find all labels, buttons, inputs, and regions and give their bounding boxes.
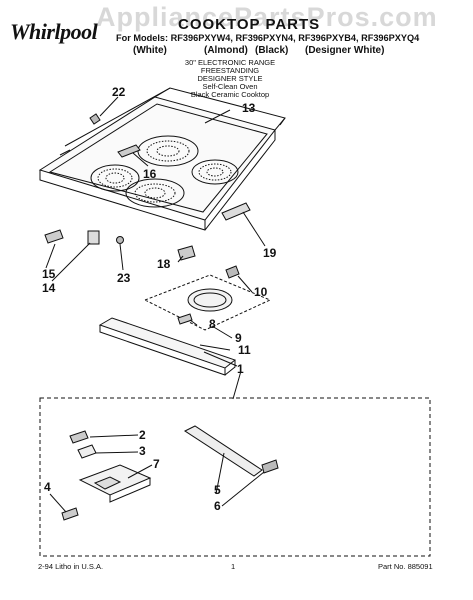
screw-part-23 [116,236,124,244]
element-outline [143,274,272,331]
callout-5: 5 [214,483,221,497]
cap-part-6 [261,459,279,474]
burner-front-left [90,164,140,192]
color-label-designer-white: (Designer White) [305,45,385,56]
burner-front-center [125,178,185,208]
footer-page-number: 1 [231,562,236,571]
footer-litho: 2-94 Litho in U.S.A. [38,562,104,571]
callout-2: 2 [139,428,146,442]
round-element [187,288,233,312]
cooktop-glass-top [38,87,286,231]
color-label-black: (Black) [255,45,289,56]
callout-8: 8 [209,317,216,331]
callout-7: 7 [153,457,160,471]
brand-logo: Whirlpool [10,19,98,44]
callout-16: 16 [143,167,157,181]
spacer-part-14 [87,230,100,245]
callout-11: 11 [238,343,251,357]
callout-23: 23 [117,271,131,285]
watermark-text: AppliancePartsPros.com [96,2,438,32]
description-line: DESIGNER STYLE [197,74,263,83]
description-line: Self-Clean Oven [202,82,258,91]
callout-6: 6 [214,499,221,513]
callout-10: 10 [254,285,268,299]
support-bracket [98,317,237,376]
callout-4: 4 [44,480,51,494]
clip-part-4 [61,507,79,521]
rod-part-5 [183,425,263,477]
bracket-part-7 [78,464,152,503]
callout-13: 13 [242,101,256,115]
pad-part-3 [77,444,97,459]
limiter-part-8 [177,313,193,325]
trim-part-19 [221,202,251,221]
description-line: FREESTANDING [200,66,260,75]
description-line: Black Ceramic Cooktop [190,90,270,99]
color-label-almond: (Almond) [204,45,248,56]
sensor-part-2 [69,430,89,444]
callout-15: 15 [42,267,56,281]
models-line: For Models: RF396PXYW4, RF396PXYN4, RF39… [116,33,420,43]
callout-22: 22 [112,85,126,99]
description-line: 30" ELECTRONIC RANGE [184,58,276,67]
callout-14: 14 [42,281,56,295]
callout-9: 9 [235,331,242,345]
callout-1: 1 [237,362,244,376]
page-title: COOKTOP PARTS [178,16,321,33]
terminal-part-18 [177,245,196,261]
hot-surface-lens [117,144,141,158]
color-label-white: (White) [133,45,167,56]
hinge-part-15 [44,229,64,244]
assembly-box [39,397,431,557]
callout-18: 18 [157,257,171,271]
clip-part-22 [89,113,101,125]
callout-19: 19 [263,246,277,260]
burner-right [191,159,239,185]
switch-part-10 [225,265,240,279]
callout-3: 3 [139,444,146,458]
footer-part-number: Part No. 885091 [378,562,433,571]
